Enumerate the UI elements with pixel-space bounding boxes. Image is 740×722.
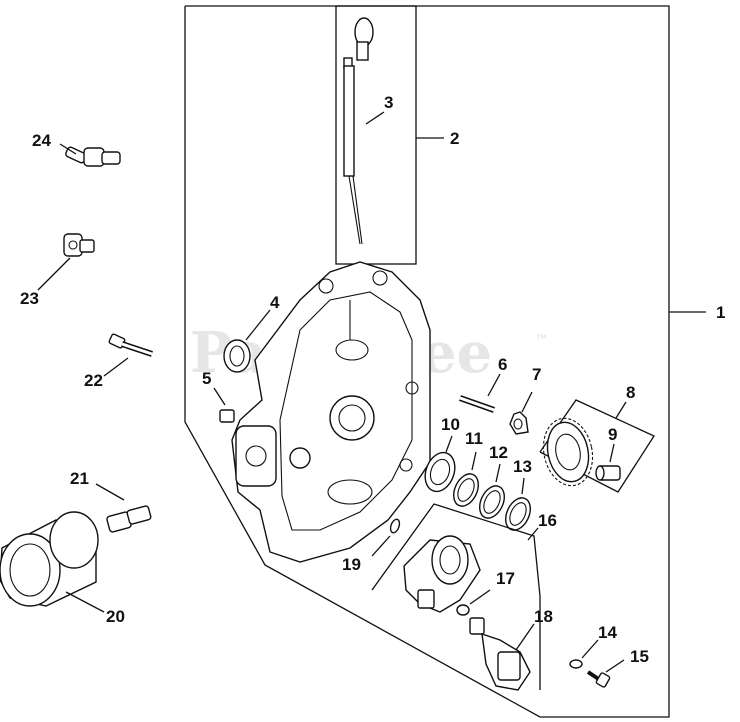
oil-switch-part	[63, 233, 95, 257]
callout-12: 12	[489, 443, 508, 462]
o-ring-12-inner	[483, 490, 501, 514]
pressure-sensor-part	[469, 617, 531, 691]
elbow-fitting-part	[65, 146, 121, 167]
callout-23: 23	[20, 289, 39, 308]
o-ring-11-part	[453, 473, 479, 507]
leader-4	[245, 309, 271, 341]
leader-5	[213, 387, 226, 406]
callout-20: 20	[106, 607, 125, 626]
callout-6: 6	[498, 355, 507, 374]
oil-pump-part	[403, 535, 481, 613]
dipstick-box	[335, 5, 417, 265]
callout-1: 1	[716, 303, 725, 322]
leader-7	[521, 391, 533, 413]
o-ring-13-part	[505, 497, 531, 531]
filter-nipple-part	[106, 505, 152, 533]
callout-8: 8	[626, 383, 635, 402]
callout-10: 10	[441, 415, 460, 434]
leader-21	[95, 483, 125, 501]
watermark-trademark: ™	[536, 333, 547, 345]
callout-15: 15	[630, 647, 649, 666]
leader-11	[471, 451, 477, 471]
callout-17: 17	[496, 569, 515, 588]
leader-19	[371, 535, 391, 557]
callout-19: 19	[342, 555, 361, 574]
leader-17	[469, 589, 491, 605]
o-ring-17-part	[456, 604, 470, 616]
callout-11: 11	[465, 429, 483, 448]
callout-22: 22	[84, 371, 103, 390]
bolt-15-part	[586, 670, 611, 688]
gear-part	[542, 417, 594, 487]
o-ring-11-inner	[457, 478, 475, 502]
assembly-outline	[184, 5, 670, 718]
leader-20	[65, 591, 105, 613]
callout-16: 16	[538, 511, 557, 530]
leader-9	[609, 443, 615, 463]
callout-21: 21	[70, 469, 89, 488]
plug-part	[219, 409, 235, 423]
callout-4: 4	[270, 293, 280, 312]
o-ring-13-inner	[509, 502, 527, 526]
leader-24	[59, 143, 77, 155]
o-ring-12-part	[479, 485, 505, 519]
leader-16	[527, 527, 539, 541]
callout-18: 18	[534, 607, 553, 626]
callout-2: 2	[450, 129, 459, 148]
callout-14: 14	[598, 623, 617, 642]
callout-24: 24	[32, 131, 51, 150]
dipstick-part	[343, 17, 374, 245]
leader-14	[581, 639, 599, 659]
leader-18	[515, 623, 535, 651]
callout-7: 7	[532, 365, 541, 384]
leader-22	[103, 357, 129, 377]
leader-15	[605, 659, 625, 673]
callout-5: 5	[202, 369, 211, 388]
washer-14-part	[569, 659, 583, 669]
pin-part	[459, 395, 495, 413]
bearing-part	[424, 451, 456, 493]
crankcase-cover	[231, 261, 431, 563]
gear-shaft-part	[595, 465, 621, 481]
leader-12	[495, 463, 501, 483]
gear-box	[539, 399, 655, 493]
leader-13	[521, 477, 525, 495]
washer-7-part	[509, 411, 529, 435]
leader-23	[37, 257, 71, 291]
oil-seal-part	[223, 339, 251, 373]
oil-pump-box	[371, 503, 541, 690]
callout-13: 13	[513, 457, 532, 476]
leader-6	[487, 373, 501, 397]
callout-3: 3	[384, 93, 393, 112]
o-ring-19-part	[389, 518, 401, 534]
leader-3	[365, 111, 385, 125]
bolt-22-part	[108, 333, 153, 357]
leader-8	[615, 401, 627, 419]
leader-10	[445, 435, 453, 453]
oil-filter-part	[0, 511, 99, 607]
callout-9: 9	[608, 425, 617, 444]
